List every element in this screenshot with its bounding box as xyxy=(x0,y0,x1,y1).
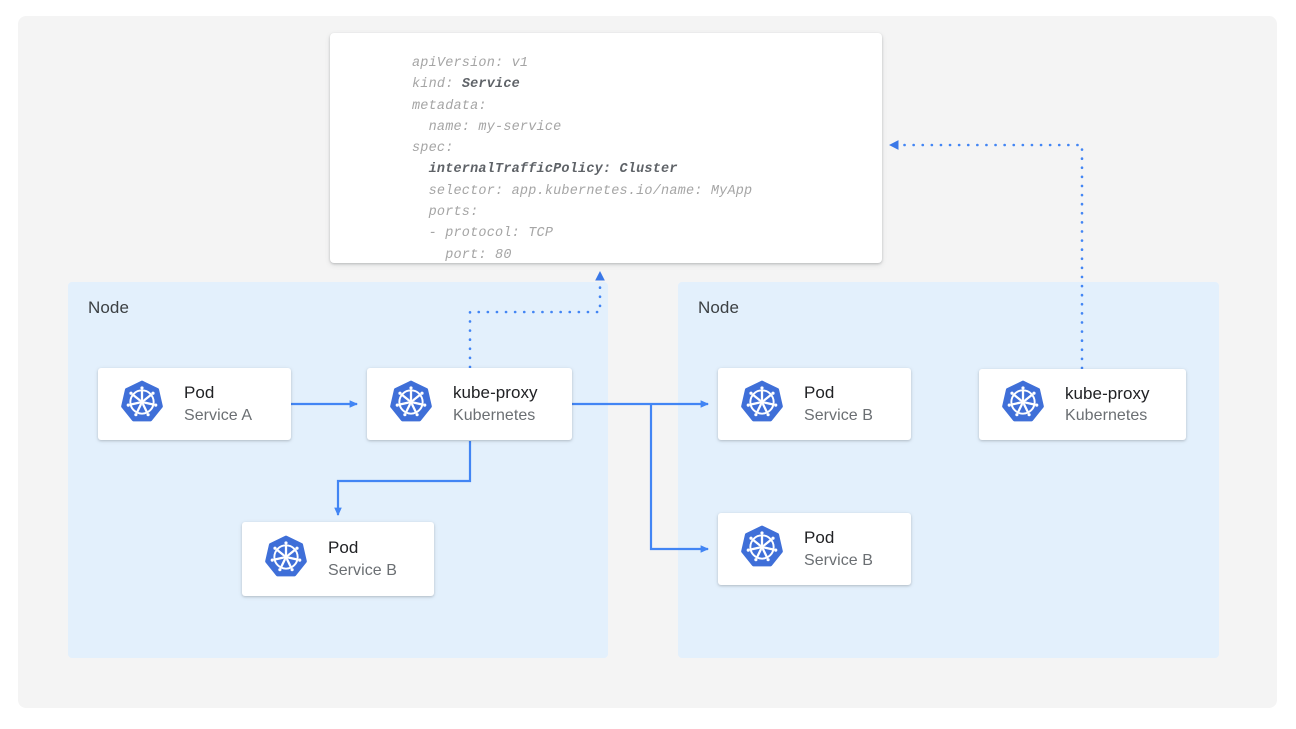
card-text: kube-proxy Kubernetes xyxy=(453,382,538,426)
kubernetes-icon xyxy=(389,380,433,429)
kubernetes-icon xyxy=(740,380,784,429)
card-text: Pod Service B xyxy=(328,537,397,581)
card-text: Pod Service A xyxy=(184,382,252,426)
card-pod-service-b-local[interactable]: Pod Service B xyxy=(242,522,434,596)
node-container-left: Node xyxy=(68,282,608,658)
card-title: kube-proxy xyxy=(453,383,538,403)
card-title: Pod xyxy=(804,383,835,403)
card-title: Pod xyxy=(804,528,835,548)
card-subtitle: Service B xyxy=(804,551,873,569)
card-subtitle: Service A xyxy=(184,406,253,424)
card-pod-service-a[interactable]: Pod Service A xyxy=(98,368,291,440)
card-kube-proxy-right[interactable]: kube-proxy Kubernetes xyxy=(979,369,1186,440)
card-kube-proxy-left[interactable]: kube-proxy Kubernetes xyxy=(367,368,572,440)
card-pod-service-b-remote-bottom[interactable]: Pod Service B xyxy=(718,513,911,585)
node-label: Node xyxy=(88,298,130,317)
kubernetes-icon xyxy=(264,535,308,584)
card-title: kube-proxy xyxy=(1065,383,1150,403)
node-container-right: Node xyxy=(678,282,1219,658)
kubernetes-icon xyxy=(120,380,164,429)
card-subtitle: Service B xyxy=(328,561,397,579)
card-text: Pod Service B xyxy=(804,527,873,571)
card-text: kube-proxy Kubernetes xyxy=(1065,383,1150,427)
card-subtitle: Kubernetes xyxy=(1065,407,1148,425)
kubernetes-icon xyxy=(740,525,784,574)
node-label: Node xyxy=(698,298,740,317)
kubernetes-icon xyxy=(1001,380,1045,429)
service-spec-yaml: apiVersion: v1 kind: Service metadata: n… xyxy=(412,56,753,263)
card-text: Pod Service B xyxy=(804,382,873,426)
service-spec-card: apiVersion: v1 kind: Service metadata: n… xyxy=(330,33,882,263)
card-title: Pod xyxy=(184,383,215,403)
card-title: Pod xyxy=(328,538,359,558)
card-subtitle: Kubernetes xyxy=(453,406,536,424)
card-subtitle: Service B xyxy=(804,406,873,424)
card-pod-service-b-remote-top[interactable]: Pod Service B xyxy=(718,368,911,440)
